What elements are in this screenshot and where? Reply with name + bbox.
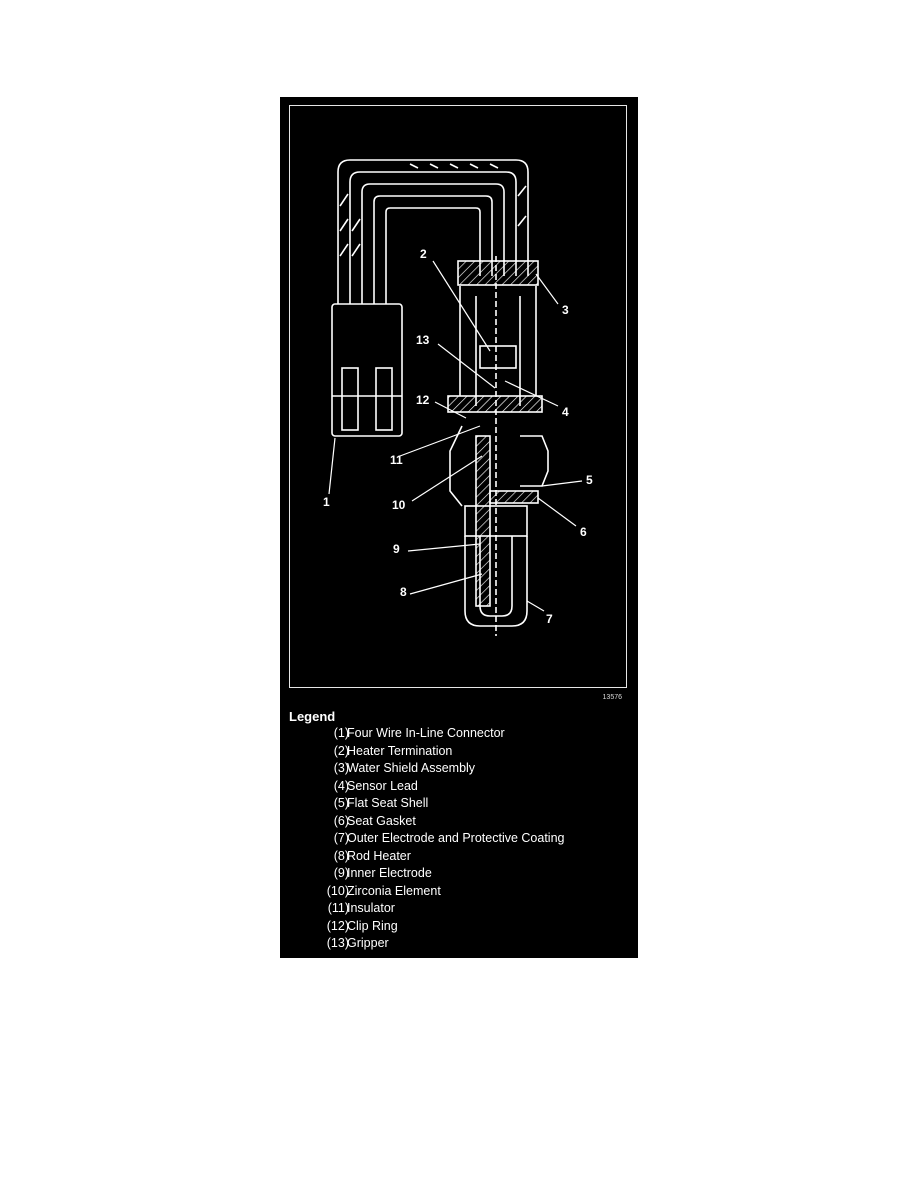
legend-text: Flat Seat Shell xyxy=(347,796,429,810)
legend-title: Legend xyxy=(289,709,336,724)
legend-number: (7) xyxy=(333,831,349,845)
legend-item: (4)Sensor Lead xyxy=(289,779,418,797)
legend-number: (11) xyxy=(327,901,349,915)
leader-lines xyxy=(328,260,583,612)
oxygen-sensor-drawing: 1 2 3 4 5 6 7 8 9 10 11 12 13 xyxy=(323,159,593,636)
callout-4: 4 xyxy=(562,405,569,419)
legend-item: (1)Four Wire In-Line Connector xyxy=(289,726,505,744)
legend-text: Zirconia Element xyxy=(347,883,441,898)
legend-item: (12)Clip Ring xyxy=(289,919,398,937)
callout-10: 10 xyxy=(392,498,406,512)
callout-2: 2 xyxy=(420,247,427,261)
legend-text: Inner Electrode xyxy=(347,866,432,880)
legend-item: (6)Seat Gasket xyxy=(289,814,416,832)
legend-number: (1) xyxy=(333,726,349,740)
legend-number: (9) xyxy=(333,866,349,880)
callout-12: 12 xyxy=(416,393,430,407)
legend-list: (1)Four Wire In-Line Connector (2)Heater… xyxy=(289,726,565,954)
callout-9: 9 xyxy=(393,542,400,556)
callout-6: 6 xyxy=(580,525,587,539)
legend-item: (13)Gripper xyxy=(289,936,389,954)
callout-7: 7 xyxy=(546,612,553,626)
diagram-frame: 1 2 3 4 5 6 7 8 9 10 11 12 13 xyxy=(289,105,627,688)
legend-text: Rod Heater xyxy=(347,848,411,863)
legend-item: (3)Water Shield Assembly xyxy=(289,761,475,779)
legend-number: (5) xyxy=(333,796,349,810)
legend-text: Sensor Lead xyxy=(347,778,418,793)
legend-number: (4) xyxy=(333,778,349,793)
legend: Legend (1)Four Wire In-Line Connector (2… xyxy=(289,709,565,954)
callout-3: 3 xyxy=(562,303,569,317)
callout-8: 8 xyxy=(400,585,407,599)
legend-text: Heater Termination xyxy=(347,743,453,758)
legend-text: Gripper xyxy=(347,936,389,950)
legend-item: (7)Outer Electrode and Protective Coatin… xyxy=(289,831,565,849)
legend-number: (10) xyxy=(326,883,349,898)
diagram-panel: 1 2 3 4 5 6 7 8 9 10 11 12 13 13576 Lege… xyxy=(280,97,638,958)
legend-number: (6) xyxy=(333,813,349,828)
wire-harness xyxy=(337,159,529,306)
callout-5: 5 xyxy=(586,473,593,487)
legend-number: (12) xyxy=(326,918,349,933)
callout-1: 1 xyxy=(323,495,330,509)
legend-item: (8)Rod Heater xyxy=(289,849,411,867)
legend-text: Clip Ring xyxy=(347,918,398,933)
legend-text: Four Wire In-Line Connector xyxy=(347,726,505,740)
figure-id: 13576 xyxy=(602,694,622,701)
callout-13: 13 xyxy=(416,333,430,347)
legend-text: Water Shield Assembly xyxy=(347,761,476,775)
legend-item: (9)Inner Electrode xyxy=(289,866,432,884)
legend-text: Outer Electrode and Protective Coating xyxy=(347,831,565,845)
legend-number: (2) xyxy=(333,743,349,758)
legend-text: Seat Gasket xyxy=(347,813,416,828)
legend-item: (5)Flat Seat Shell xyxy=(289,796,429,814)
legend-number: (3) xyxy=(333,761,349,775)
legend-item: (11)Insulator xyxy=(289,901,395,919)
legend-number: (8) xyxy=(333,848,349,863)
in-line-connector xyxy=(331,303,403,437)
callout-11: 11 xyxy=(390,453,403,467)
legend-text: Insulator xyxy=(347,901,395,915)
legend-number: (13) xyxy=(326,936,349,950)
legend-item: (10)Zirconia Element xyxy=(289,884,441,902)
legend-item: (2)Heater Termination xyxy=(289,744,453,762)
